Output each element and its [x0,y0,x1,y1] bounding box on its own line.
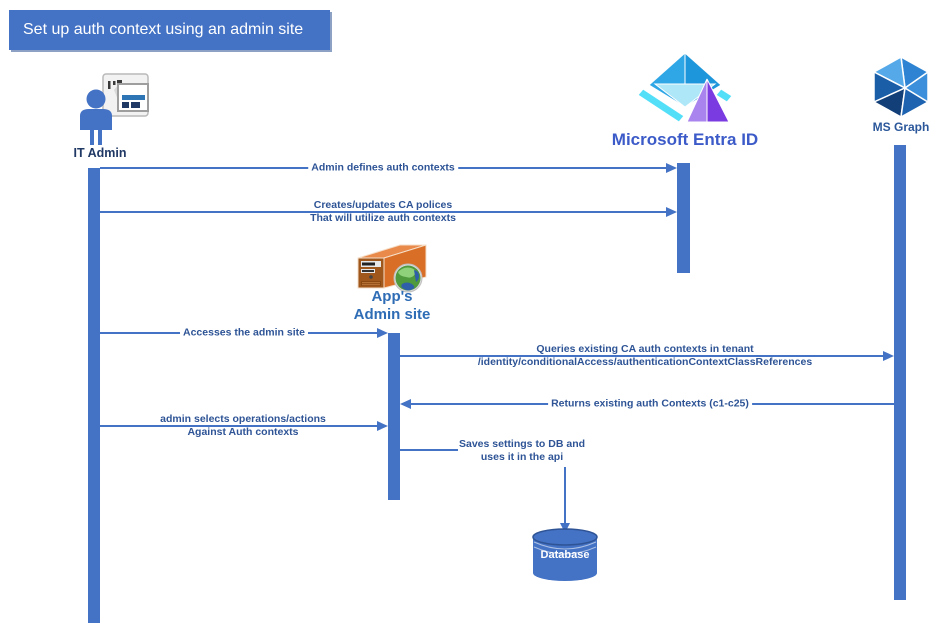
message-2-arrowhead-icon [666,207,677,217]
message-6-label: admin selects operations/actions Against… [160,413,326,439]
database-label: Database [540,549,590,561]
message-2-label-line2: That will utilize auth contexts [310,212,456,224]
message-7-arrowhead-icon [560,523,570,533]
diagram-title: Set up auth context using an admin site [9,10,330,50]
message-1-arrowhead-icon [666,163,677,173]
message-4-line [400,355,883,357]
message-6-label-line1: admin selects operations/actions [160,413,326,425]
message-2-label-line1: Creates/updates CA polices [313,199,453,211]
message-6-label-line2: Against Auth contexts [187,426,299,438]
message-6-arrowhead-icon [377,421,388,431]
it-admin-lifeline [88,168,100,623]
app-admin-site-label: App's Admin site [322,288,462,324]
ms-graph-lifeline [894,145,906,600]
message-5-arrowhead-icon [400,399,411,409]
it-admin-label: IT Admin [73,146,127,160]
entra-id-activation-bar [677,163,690,273]
message-7-label: Saves settings to DB and uses it in the … [459,438,585,464]
message-4-label-line2: /identity/conditionalAccess/authenticati… [477,356,813,368]
entra-id-label: Microsoft Entra ID [611,130,759,149]
message-7-vertical-line [564,467,566,523]
it-admin-icon [80,73,149,145]
message-7-line [400,449,458,451]
message-2-label: Creates/updates CA polices That will uti… [310,199,456,225]
ms-graph-label: MS Graph [872,120,930,134]
ms-graph-icon [872,55,930,119]
entra-id-icon [637,51,733,123]
message-7-label-line1: Saves settings to DB and [458,438,586,450]
message-5-label: Returns existing auth Contexts (c1-c25) [548,397,752,411]
message-6-line [100,425,377,427]
message-3-arrowhead-icon [377,328,388,338]
message-4-label: Queries existing CA auth contexts in ten… [478,343,812,369]
app-admin-site-label-line1: App's [371,288,413,305]
message-3-label: Accesses the admin site [180,326,308,340]
app-server-icon [357,244,427,293]
app-admin-site-label-line2: Admin site [353,306,431,323]
database-icon [532,528,598,581]
message-7-label-line2: uses it in the api [480,451,564,463]
message-4-arrowhead-icon [883,351,894,361]
message-1-label: Admin defines auth contexts [308,161,458,175]
message-2-line [100,211,666,213]
app-admin-site-activation-bar [388,333,400,500]
message-4-label-line1: Queries existing CA auth contexts in ten… [536,343,754,355]
